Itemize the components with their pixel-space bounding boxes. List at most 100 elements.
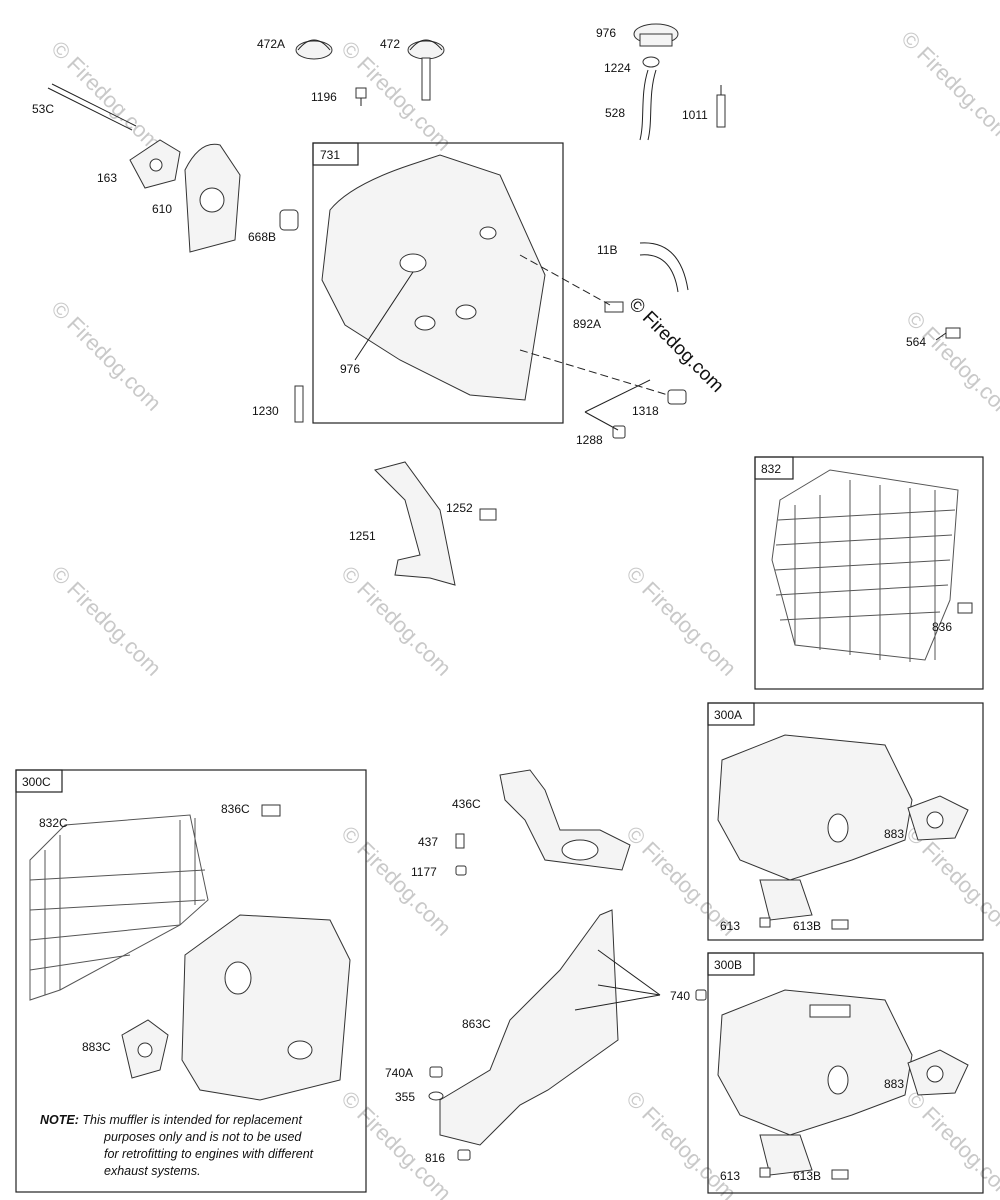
label-816: 816 <box>425 1151 445 1165</box>
nut-740a <box>429 1066 443 1078</box>
watermark: © Firedog.com <box>336 821 456 941</box>
label-53c: 53C <box>32 102 54 116</box>
box-300c: 300C <box>15 769 367 1193</box>
bolt-613b-a <box>831 919 849 930</box>
box-label-300a: 300A <box>714 708 742 722</box>
breather-976-top <box>633 23 679 68</box>
rod-53c <box>47 83 137 131</box>
label-740: 740 <box>670 989 690 1003</box>
watermark: © Firedog.com <box>46 296 166 416</box>
label-11b: 11B <box>597 243 617 257</box>
label-740a: 740A <box>385 1066 413 1080</box>
label-613b-a: 613B <box>793 919 821 933</box>
label-163: 163 <box>97 171 117 185</box>
bolt-437 <box>455 833 465 849</box>
bolt-1252 <box>479 508 497 521</box>
label-892a: 892A <box>573 317 601 331</box>
nut-740 <box>695 989 707 1001</box>
nut-816 <box>457 1149 471 1161</box>
label-437: 437 <box>418 835 438 849</box>
note-line-1: This muffler is intended for replacement <box>82 1113 302 1127</box>
plug-892a <box>604 301 624 313</box>
nut-1177 <box>455 865 467 876</box>
spacer-668b <box>279 209 299 231</box>
muffler-300b <box>717 989 913 1176</box>
guard-832 <box>771 469 959 662</box>
gasket-883c <box>121 1019 169 1079</box>
gasket-883-b <box>907 1049 969 1096</box>
tube-528 <box>639 69 657 141</box>
box-731: 731 <box>312 142 564 424</box>
watermark: © Firedog.com <box>901 821 1000 941</box>
note-line-4: exhaust systems. <box>104 1164 201 1178</box>
replacement-note: NOTE: This muffler is intended for repla… <box>40 1112 360 1180</box>
label-1224: 1224 <box>604 61 631 75</box>
label-836c: 836C <box>221 802 250 816</box>
muffler-300a <box>717 734 913 921</box>
bracket-863c <box>439 909 661 1146</box>
leader-lines-731 <box>519 254 669 431</box>
watermark: © Firedog.com <box>46 561 166 681</box>
box-label-300c: 300C <box>22 775 51 789</box>
bolt-613-a <box>759 917 771 928</box>
label-1318: 1318 <box>632 404 659 418</box>
watermark: © Firedog.com <box>901 306 1000 426</box>
part-labels: 472A 472 1196 976 1224 528 1011 53C 163 … <box>32 26 952 1183</box>
label-1011: 1011 <box>682 108 708 122</box>
bolt-613-b <box>759 1167 771 1178</box>
gasket-163 <box>129 139 181 189</box>
label-836: 836 <box>932 620 952 634</box>
label-436c: 436C <box>452 797 481 811</box>
label-528: 528 <box>605 106 625 120</box>
guard-832c <box>29 814 209 1001</box>
label-668b: 668B <box>248 230 276 244</box>
box-832: 832 <box>754 456 984 690</box>
box-label-300b: 300B <box>714 958 742 972</box>
label-613-a: 613 <box>720 919 740 933</box>
bracket-1251 <box>374 461 456 586</box>
label-613b-b: 613B <box>793 1169 821 1183</box>
shield-731 <box>321 154 546 401</box>
label-472: 472 <box>380 37 400 51</box>
gasket-883-a <box>907 795 969 841</box>
nut-1318 <box>667 389 687 405</box>
muffler-300c <box>181 914 351 1101</box>
box-label-731: 731 <box>320 148 340 162</box>
label-1196: 1196 <box>311 90 337 104</box>
bolt-613b-b <box>831 1169 849 1180</box>
note-prefix: NOTE: <box>40 1113 79 1127</box>
label-863c: 863C <box>462 1017 491 1031</box>
watermark: © Firedog.com <box>896 26 1000 146</box>
label-976-top: 976 <box>596 26 616 40</box>
label-1177: 1177 <box>411 865 437 879</box>
dipstick-472 <box>407 39 445 101</box>
cap-472a <box>295 39 333 60</box>
label-1251: 1251 <box>349 529 376 543</box>
stud-1230 <box>294 385 304 423</box>
watermark: © Firedog.com <box>901 1086 1000 1200</box>
label-832c: 832C <box>39 816 68 830</box>
watermark: © Firedog.com <box>621 561 741 681</box>
note-line-2: purposes only and is not to be used <box>104 1130 302 1144</box>
washer-355 <box>428 1091 444 1101</box>
center-watermark: © Firedog.com <box>624 294 727 397</box>
label-883-a: 883 <box>884 827 904 841</box>
box-300b: 300B <box>707 952 984 1194</box>
note-line-3: for retrofitting to engines with differe… <box>104 1147 314 1161</box>
label-883c: 883C <box>82 1040 111 1054</box>
label-1252: 1252 <box>446 501 473 515</box>
label-564: 564 <box>906 335 926 349</box>
label-1288: 1288 <box>576 433 603 447</box>
label-610: 610 <box>152 202 172 216</box>
box-label-832: 832 <box>761 462 781 476</box>
label-613-b: 613 <box>720 1169 740 1183</box>
fitting-1011 <box>716 85 726 128</box>
hose-11b <box>639 242 689 293</box>
bolt-564 <box>935 327 961 341</box>
bolt-1196 <box>355 87 367 106</box>
bolt-836 <box>957 602 973 614</box>
label-472a: 472A <box>257 37 285 51</box>
label-976: 976 <box>340 362 360 376</box>
label-355: 355 <box>395 1090 415 1104</box>
